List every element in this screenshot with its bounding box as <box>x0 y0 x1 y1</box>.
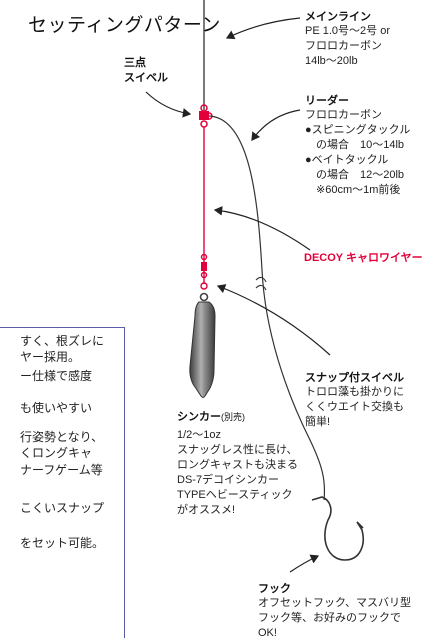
info-box: すく、根ズレに ヤー採用。 ー仕様で感度 も使いやすい 行姿勢となり、 くロング… <box>0 327 125 638</box>
arrow-swivel <box>145 91 192 118</box>
leader-text-6: ※60cm〜1m前後 <box>305 184 401 196</box>
info-line: こくいスナップ <box>20 501 105 515</box>
main-line-text-2: フロロカーボン <box>305 40 382 52</box>
info-line: ー仕様で感度 <box>20 369 93 383</box>
hook-label: フック オフセットフック、マスバリ型 フック等、お好みのフックで OK! <box>258 580 411 641</box>
arrow-snap <box>216 284 331 356</box>
arrow-leader <box>251 109 301 141</box>
sinker-heading-note: (別売) <box>221 412 245 422</box>
hook-heading: フック <box>258 583 291 595</box>
leader-label: リーダー フロロカーボン ●スピニングタックル の場合 10〜14lb ●ベイト… <box>305 92 410 198</box>
sinker-text-5: TYPEヘビースティック <box>177 489 293 501</box>
sinker-text-1: 1/2〜1oz <box>177 429 222 441</box>
info-line: 行姿勢となり、 <box>20 430 104 444</box>
snap-swivel-label: スナップ付スイベル トロロ藻も掛かりに くくウエイト交換も 簡単! <box>305 369 404 430</box>
arrow-main-line <box>225 17 301 40</box>
hook-text-1: オフセットフック、マスバリ型 <box>258 597 412 609</box>
snap-heading: スナップ付スイベル <box>305 372 404 384</box>
leader-text-3: の場合 10〜14lb <box>305 139 405 151</box>
decoy-wire-label: DECOY キャロワイヤー <box>304 252 423 264</box>
leader-text-1: フロロカーボン <box>305 109 382 121</box>
info-line: すく、根ズレに <box>20 334 105 348</box>
swivel-label-line-1: 三点 <box>124 57 146 69</box>
sinker-label: シンカー(別売) 1/2〜1oz スナッグレス性に長け、 ロングキャストも決まる… <box>177 408 298 518</box>
hook <box>311 496 364 561</box>
main-line-text-1: PE 1.0号〜2号 or <box>305 25 390 37</box>
snap-text-3: 簡単! <box>305 416 331 428</box>
sinker-text-6: がオススメ! <box>177 504 236 516</box>
leader-text-5: の場合 12〜20lb <box>305 169 405 181</box>
leader-text-2: ●スピニングタックル <box>305 124 411 136</box>
snap-text-1: トロロ藻も掛かりに <box>305 386 404 398</box>
swivel-label-line-2: スイベル <box>124 72 168 84</box>
sinker-eye <box>199 292 209 302</box>
leader-line <box>208 115 326 501</box>
arrow-hook <box>289 554 320 573</box>
leader-text-4: ●ベイトタックル <box>305 154 389 166</box>
page-title: セッティングパターン <box>28 15 221 36</box>
sinker-heading-row: シンカー(別売) <box>177 408 298 424</box>
info-line: も使いやすい <box>20 401 93 415</box>
sinker-text-4: DS-7デコイシンカー <box>177 474 280 486</box>
sinker-text-2: スナッグレス性に長け、 <box>177 444 298 456</box>
leader-break-mark <box>255 276 267 291</box>
sinker-heading: シンカー <box>177 411 221 423</box>
main-line-text-3: 14lb〜20lb <box>305 55 358 67</box>
main-line-label: メインライン PE 1.0号〜2号 or フロロカーボン 14lb〜20lb <box>305 8 390 69</box>
swivel-label: 三点 スイベル <box>124 56 168 86</box>
info-line: くロングキャ <box>20 446 93 460</box>
info-line: ヤー採用。 <box>20 350 81 364</box>
arrow-decoy <box>213 206 311 251</box>
hook-text-2: フック等、お好みのフックで <box>258 612 401 624</box>
leader-heading: リーダー <box>305 95 349 107</box>
info-line: をセット可能。 <box>20 536 105 550</box>
main-line-heading: メインライン <box>305 11 371 23</box>
info-line: ナーフゲーム等 <box>20 463 103 477</box>
hook-text-3: OK! <box>258 627 277 639</box>
sinker <box>189 301 216 398</box>
sinker-text-3: ロングキャストも決まる <box>177 459 298 471</box>
snap-text-2: くくウエイト交換も <box>305 401 404 413</box>
snap-swivel <box>200 253 208 290</box>
